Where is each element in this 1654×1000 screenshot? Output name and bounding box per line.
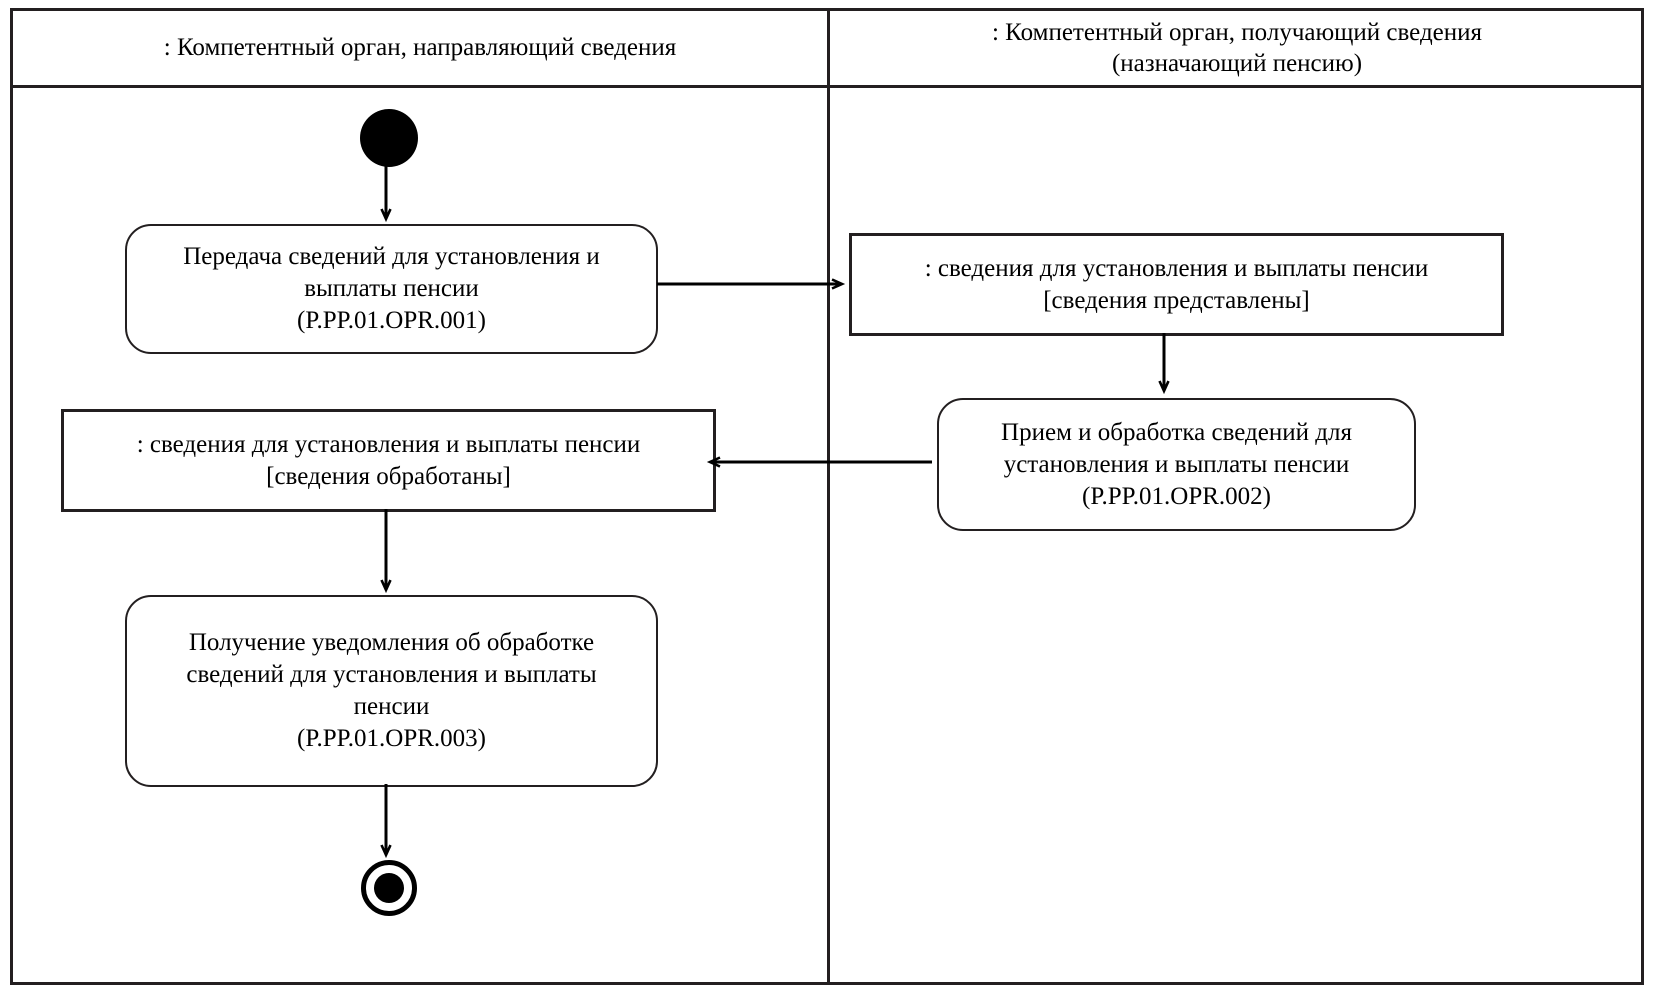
final-node: [361, 860, 417, 916]
object-node-data-submitted-line-1: : сведения для установления и выплаты пе…: [924, 254, 1429, 282]
activity-node-opr-001[interactable]: Передача сведений для установления и вып…: [125, 224, 658, 354]
swimlane-divider: [827, 11, 830, 982]
object-node-data-processed-line-2: [сведения обработаны]: [266, 462, 511, 490]
activity-opr-002-line-2: установления и выплаты пенсии: [1003, 450, 1350, 478]
activity-opr-003-line-2: сведений для установления и выплаты: [186, 661, 597, 688]
object-node-data-submitted[interactable]: : сведения для установления и выплаты пе…: [849, 233, 1504, 336]
swimlane-header-sender-line-1: : Компетентный орган, направляющий сведе…: [163, 34, 677, 62]
activity-opr-003-line-3: пенсии: [353, 693, 430, 720]
object-node-data-submitted-line-2: [сведения представлены]: [1043, 286, 1310, 314]
activity-node-opr-003[interactable]: Получение уведомления об обработке сведе…: [125, 595, 658, 787]
activity-opr-003-line-1: Получение уведомления об обработке: [188, 629, 595, 656]
diagram-frame: : Компетентный орган, направляющий сведе…: [10, 8, 1644, 985]
swimlane-header-sender: : Компетентный орган, направляющий сведе…: [13, 11, 827, 88]
activity-opr-001-line-2: выплаты пенсии: [304, 275, 479, 302]
swimlane-header-receiver: : Компетентный орган, получающий сведени…: [830, 11, 1644, 88]
activity-opr-003-line-4: (P.PP.01.OPR.003): [297, 725, 486, 752]
activity-node-opr-002[interactable]: Прием и обработка сведений для установле…: [937, 398, 1416, 531]
initial-node: [360, 109, 418, 167]
swimlane-header-receiver-line-2: (назначающий пенсию): [1111, 50, 1363, 77]
activity-opr-001-line-1: Передача сведений для установления и: [183, 243, 600, 270]
activity-opr-002-line-1: Прием и обработка сведений для: [1001, 418, 1352, 446]
activity-opr-001-line-3: (P.PP.01.OPR.001): [297, 307, 486, 334]
swimlane-header-receiver-line-1: : Компетентный орган, получающий сведени…: [991, 18, 1483, 46]
object-node-data-processed[interactable]: : сведения для установления и выплаты пе…: [61, 409, 716, 512]
object-node-data-processed-line-1: : сведения для установления и выплаты пе…: [136, 430, 641, 458]
activity-opr-002-line-3: (P.PP.01.OPR.002): [1082, 482, 1271, 510]
